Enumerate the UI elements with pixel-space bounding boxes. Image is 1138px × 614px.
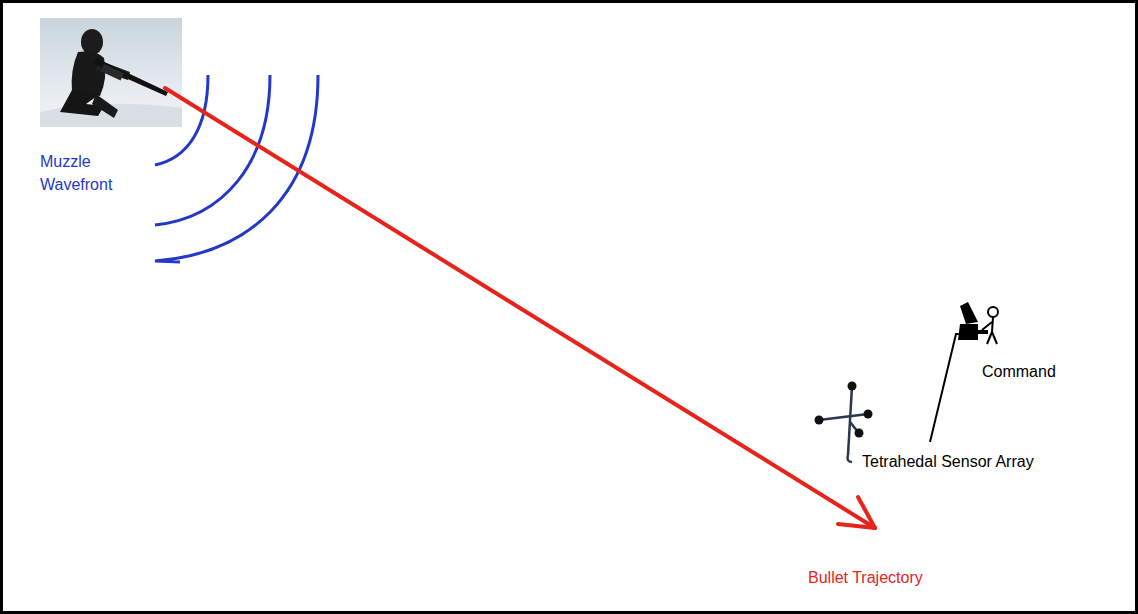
wire [930,334,972,442]
command-label: Command [982,360,1092,383]
command-symbol [958,302,998,344]
trajectory-label: Bullet Trajectory [808,566,1008,589]
sensor-array-label: Tetrahedal Sensor Array [862,450,1092,473]
trajectory-arrow [165,88,875,528]
sensor-array-symbol [815,382,873,463]
sniper-photo [40,18,182,127]
wavefront-label: Muzzle Wavefront [40,150,132,196]
